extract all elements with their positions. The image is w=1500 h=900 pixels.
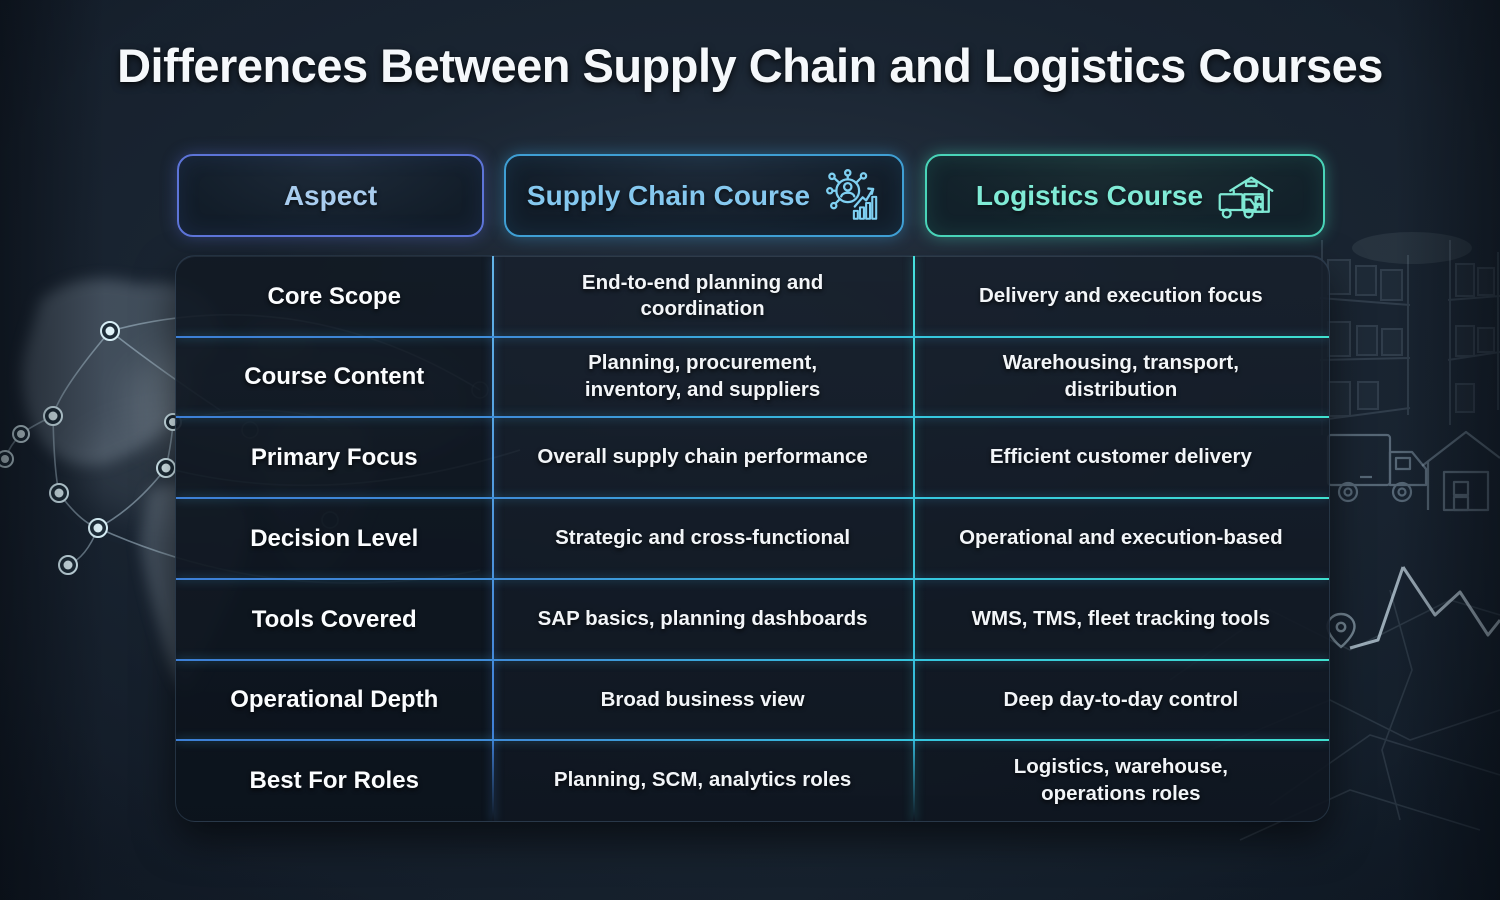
supply-cell: Planning, procurement, inventory, and su…: [584, 351, 821, 402]
supply-cell: End-to-end planning and coordination: [581, 270, 824, 321]
logistics-cell: Deep day-to-day control: [1003, 687, 1239, 711]
column-divider-cyan: [913, 256, 915, 821]
supply-cell: Broad business view: [600, 687, 805, 711]
logistics-cell: WMS, TMS, fleet tracking tools: [971, 606, 1271, 630]
column-divider-blue: [492, 256, 494, 821]
aspect-header-label: Aspect: [283, 179, 378, 211]
supply-chain-header-label: Supply Chain Course: [526, 179, 811, 211]
table-row-decision-level: Decision Level Strategic and cross-funct…: [176, 498, 1329, 580]
logistics-cell: Warehousing, transport, distribution: [1002, 351, 1239, 402]
aspect-cell: Operational Depth: [176, 659, 493, 741]
logistics-cell: Efficient customer delivery: [989, 445, 1252, 469]
supply-cell: Planning, SCM, analytics roles: [553, 768, 852, 792]
column-header-supply-chain: Supply Chain Course: [504, 154, 904, 237]
column-header-logistics: Logistics Course: [925, 154, 1325, 237]
table-row-operational-depth: Operational Depth Broad business view De…: [176, 659, 1329, 742]
supply-cell: SAP basics, planning dashboards: [537, 606, 868, 630]
logistics-cell: Delivery and execution focus: [979, 284, 1263, 308]
aspect-cell: Primary Focus: [176, 417, 493, 499]
supply-cell: Overall supply chain performance: [537, 445, 868, 469]
comparison-table: Core Scope End-to-end planning and coord…: [175, 255, 1330, 822]
location-pin-icon: [1326, 612, 1356, 649]
truck-outline: [1326, 433, 1428, 503]
table-row-core-scope: Core Scope End-to-end planning and coord…: [176, 256, 1329, 338]
supply-cell: Strategic and cross-functional: [555, 526, 851, 550]
aspect-cell: Course Content: [176, 336, 493, 418]
logistics-cell: Operational and execution-based: [959, 526, 1283, 550]
warehouse-truck-icon: [1218, 175, 1274, 219]
aspect-cell: Best For Roles: [176, 740, 493, 821]
supply-chain-network-icon: [826, 168, 878, 220]
table-row-primary-focus: Primary Focus Overall supply chain perfo…: [176, 417, 1329, 499]
table-row-course-content: Course Content Planning, procurement, in…: [176, 336, 1329, 419]
aspect-cell: Tools Covered: [176, 578, 493, 660]
table-row-best-for-roles: Best For Roles Planning, SCM, analytics …: [176, 740, 1329, 821]
network-nodes: [0, 321, 489, 575]
page-title: Differences Between Supply Chain and Log…: [117, 39, 1383, 92]
warehouse-shelves: [1319, 240, 1500, 435]
aspect-cell: Core Scope: [176, 256, 493, 337]
warehouse-outline: [1421, 430, 1500, 512]
column-header-aspect: Aspect: [177, 154, 484, 237]
logistics-cell: Logistics, warehouse, operations roles: [1013, 755, 1228, 805]
logistics-header-label: Logistics Course: [975, 179, 1204, 211]
aspect-cell: Decision Level: [176, 498, 493, 579]
table-row-tools-covered: Tools Covered SAP basics, planning dashb…: [176, 578, 1329, 661]
